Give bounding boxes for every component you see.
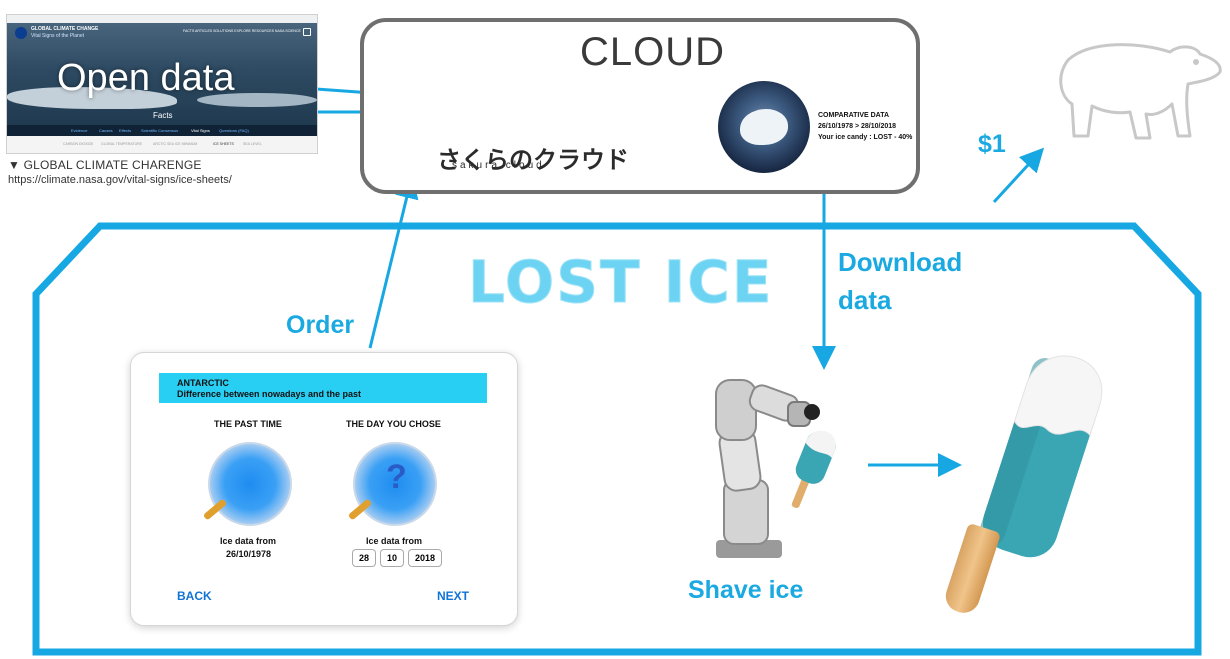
comparative-heading: COMPARATIVE DATA [818,112,889,119]
month-input[interactable]: 10 [380,549,404,567]
facts-heading: Facts [153,111,173,120]
sakura-cloud-wordmark-en: sakura cloud [452,160,545,171]
subnav-item[interactable]: Effects [119,128,131,133]
nasa-logo-icon [15,27,27,39]
comparative-range: 26/10/1978 > 28/10/2018 [818,123,896,130]
past-data-caption: Ice data from [220,536,276,546]
question-mark-icon: ? [386,458,407,497]
subnav-item[interactable]: Questions (FAQ) [219,128,249,133]
source-url[interactable]: https://climate.nasa.gov/vital-signs/ice… [8,174,232,186]
open-data-title: Open data [57,57,234,100]
shave-ice-label: Shave ice [688,576,803,605]
vital-sign-item[interactable]: ICE SHEETS [213,142,234,146]
vital-sign-item[interactable]: SEA LEVEL [243,142,262,146]
tablet-header: ANTARCTIC Difference between nowadays an… [159,373,487,403]
vital-signs-nav: CARBON DIOXIDE GLOBAL TEMPERATURE ARCTIC… [7,136,317,153]
small-popsicle-icon [782,426,841,514]
back-button[interactable]: BACK [177,589,212,603]
download-label-line1: Download [838,247,962,278]
past-ice-plate-icon [208,442,292,526]
year-input[interactable]: 2018 [408,549,442,567]
source-caption: ▼ GLOBAL CLIMATE CHARENGE [8,158,202,172]
polar-bear-icon [1061,45,1221,138]
tablet-header-title: ANTARCTIC [177,378,229,388]
subnav-item[interactable]: Evidence [71,128,87,133]
order-label: Order [286,311,354,340]
price-label: $1 [978,130,1006,159]
facts-subnav: Evidence Causes Effects Scientific Conse… [7,125,317,136]
antarctica-globe-image [718,81,810,173]
arrow-order [370,180,411,348]
site-nav[interactable]: FACTS ARTICLES SOLUTIONS EXPLORE RESOURC… [183,29,301,33]
comparative-result: Your ice candy : LOST - 40% [818,134,912,141]
arrow-payment [994,152,1040,202]
past-date: 26/10/1978 [226,549,271,559]
site-brand-title: GLOBAL CLIMATE CHANGE [31,26,98,32]
subnav-item[interactable]: Vital Signs [191,128,210,133]
day-input[interactable]: 28 [352,549,376,567]
subnav-item[interactable]: Scientific Consensus [141,128,178,133]
chosen-day-heading: THE DAY YOU CHOSE [346,419,441,429]
search-icon[interactable] [303,28,311,36]
past-time-heading: THE PAST TIME [214,419,282,429]
next-button[interactable]: NEXT [437,589,469,603]
subnav-item[interactable]: Causes [99,128,113,133]
cloud-title: CLOUD [580,30,725,75]
download-label-line2: data [838,285,891,316]
vital-sign-item[interactable]: GLOBAL TEMPERATURE [101,142,142,146]
lost-ice-title: LOST ICE [468,248,774,316]
tablet-header-subtitle: Difference between nowadays and the past [177,389,361,399]
site-brand-subtitle: Vital Signs of the Planet [31,33,84,39]
antarctica-landmass [740,109,788,145]
chosen-data-caption: Ice data from [366,536,422,546]
vital-sign-item[interactable]: CARBON DIOXIDE [63,142,93,146]
vital-sign-item[interactable]: ARCTIC SEA ICE MINIMUM [153,142,197,146]
nasa-website-screenshot[interactable]: GLOBAL CLIMATE CHANGE Vital Signs of the… [6,14,318,154]
browser-bar [7,15,317,23]
